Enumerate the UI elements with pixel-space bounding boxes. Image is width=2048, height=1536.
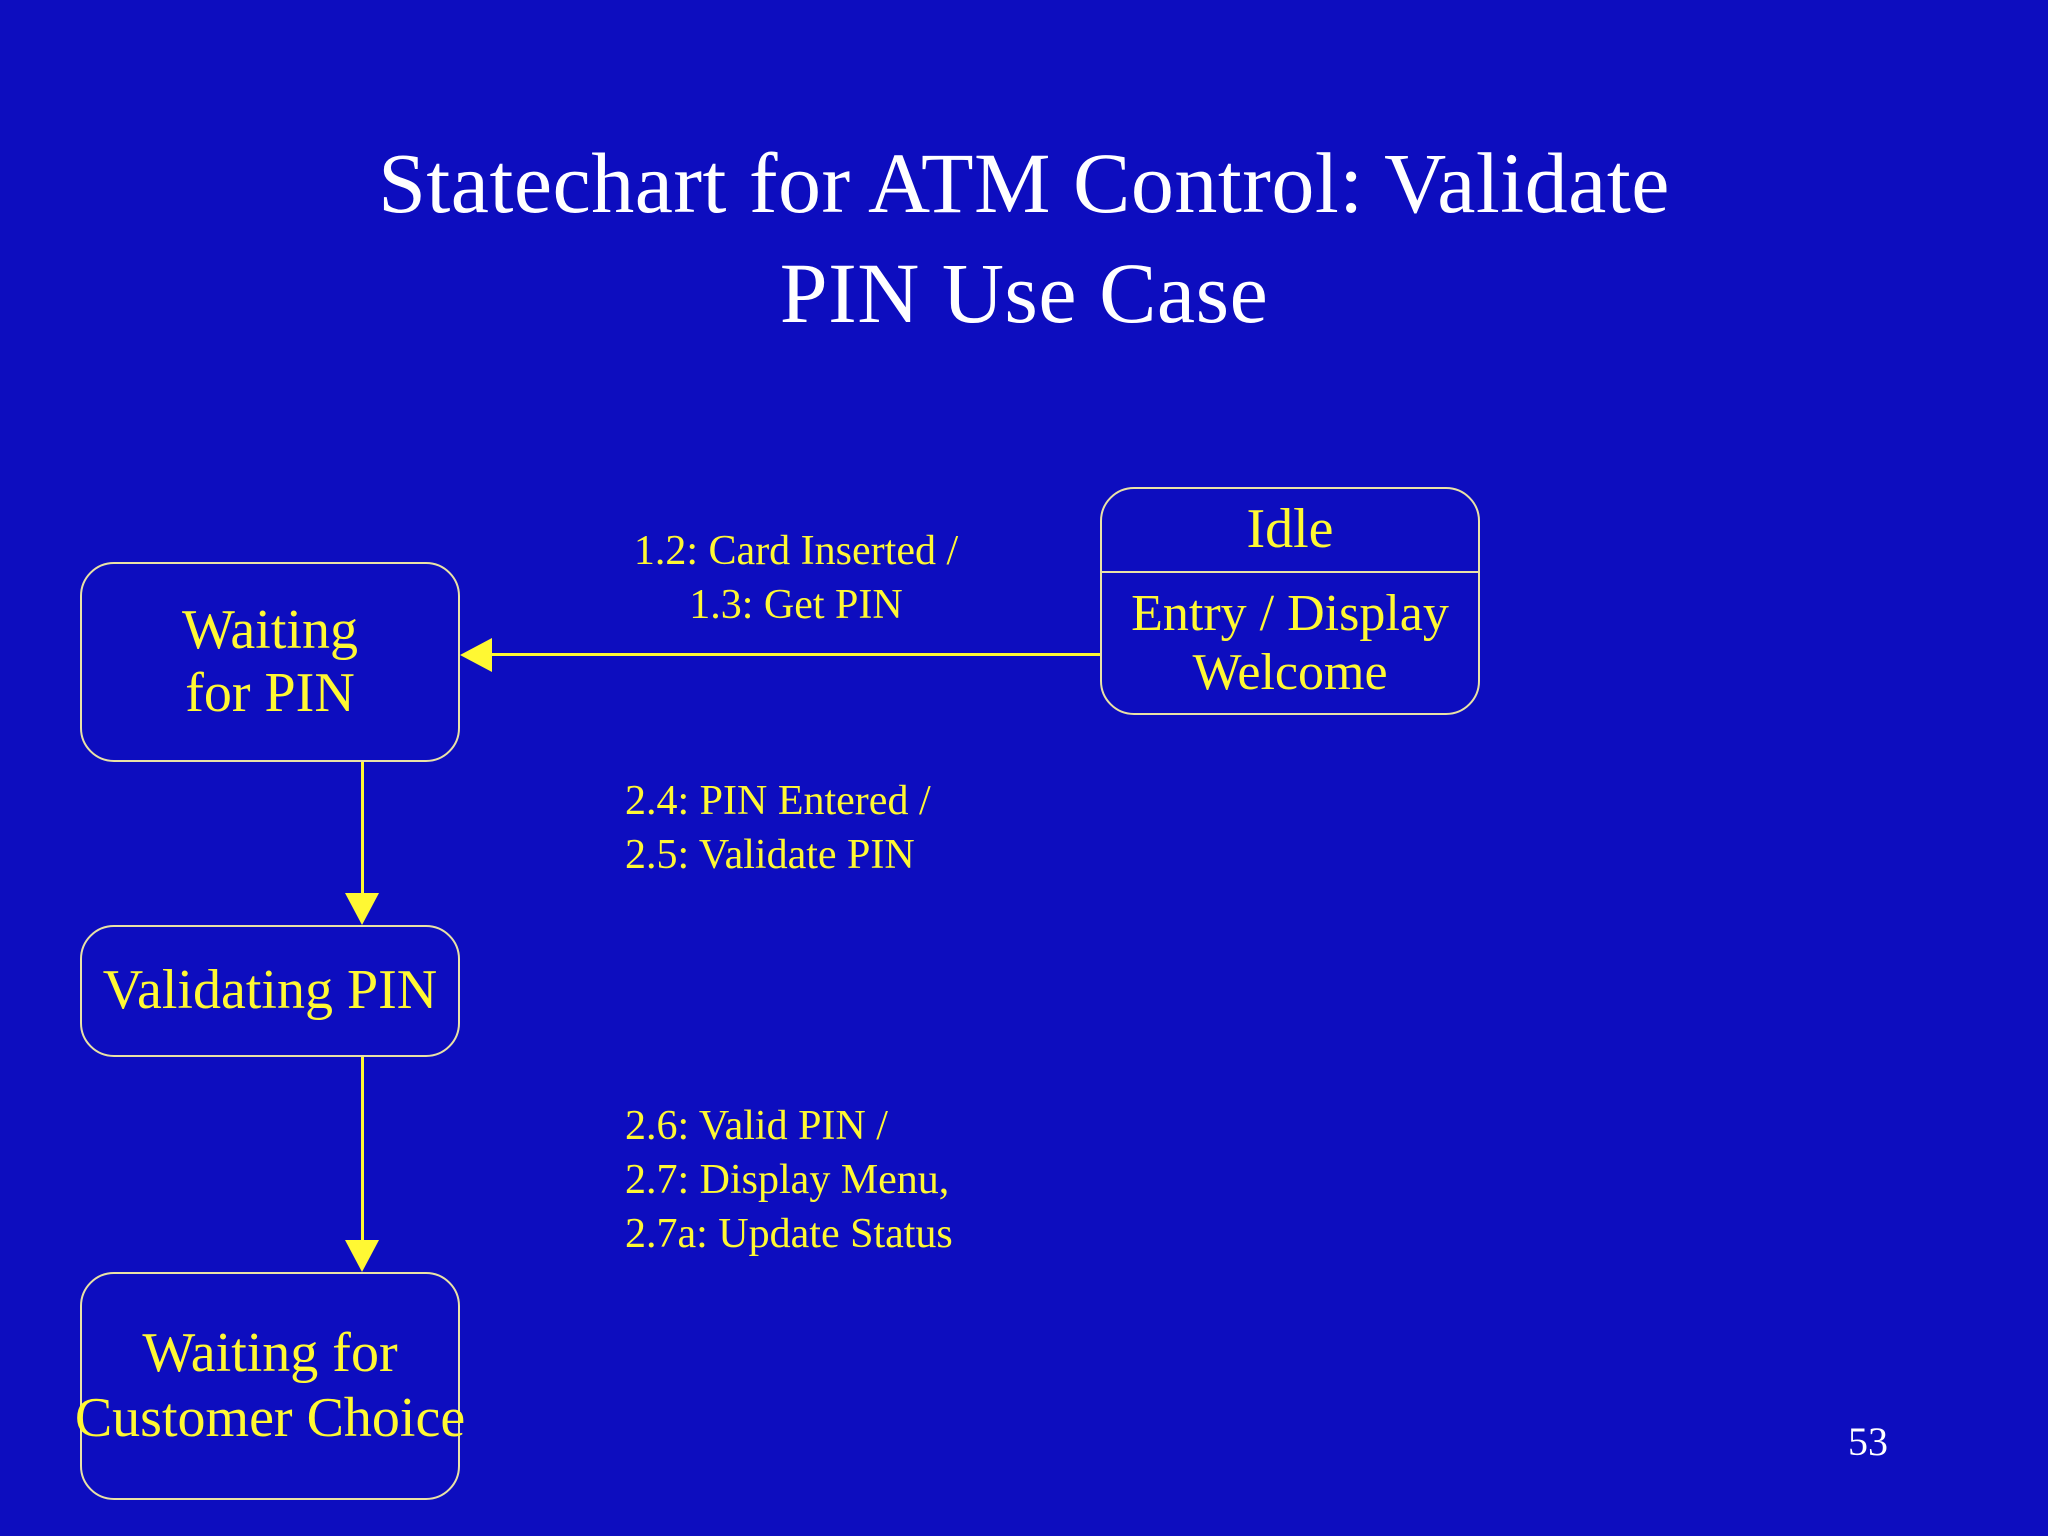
transition-label-idle-to-waiting-pin-line-2: 1.3: Get PIN <box>689 581 903 628</box>
state-idle-activity-compartment: Entry / Display Welcome <box>1102 573 1478 713</box>
state-waiting-for-customer-choice-name: Waiting for Customer Choice <box>75 1321 465 1451</box>
state-waiting-for-pin-name: Waiting for PIN <box>182 599 358 726</box>
state-waiting-for-customer-choice-line-2: Customer Choice <box>74 1387 466 1449</box>
transition-arrowhead-waiting-pin-to-validating <box>345 893 379 925</box>
state-validating-pin-line-1: Validating PIN <box>102 959 438 1022</box>
state-idle-activity-line-1: Entry / Display <box>1131 584 1449 642</box>
transition-label-validating-to-waiting-choice: 2.6: Valid PIN / 2.7: Display Menu, 2.7a… <box>625 1100 953 1261</box>
transition-arrowhead-idle-to-waiting-pin <box>460 638 492 672</box>
state-validating-pin[interactable]: Validating PIN <box>80 925 460 1057</box>
transition-label-idle-to-waiting-pin: 1.2: Card Inserted / 1.3: Get PIN <box>596 525 996 633</box>
transition-label-waiting-pin-to-validating: 2.4: PIN Entered / 2.5: Validate PIN <box>625 775 931 883</box>
transition-label-validating-to-waiting-choice-line-3: 2.7a: Update Status <box>625 1210 953 1257</box>
state-idle-activity-line-2: Welcome <box>1192 644 1388 701</box>
state-idle-activity: Entry / Display Welcome <box>1131 584 1449 703</box>
transition-label-validating-to-waiting-choice-line-1: 2.6: Valid PIN / <box>625 1103 888 1149</box>
transition-arrowhead-validating-to-waiting-choice <box>345 1240 379 1272</box>
page-title-line-2: PIN Use Case <box>779 245 1269 342</box>
state-waiting-for-customer-choice[interactable]: Waiting for Customer Choice <box>75 1272 465 1500</box>
state-idle[interactable]: Idle Entry / Display Welcome <box>1100 487 1480 715</box>
transition-line-idle-to-waiting-pin <box>492 653 1100 656</box>
page-title-line-1: Statechart for ATM Control: Validate <box>378 135 1670 231</box>
state-idle-name: Idle <box>1246 498 1334 561</box>
transition-label-waiting-pin-to-validating-line-2: 2.5: Validate PIN <box>625 831 915 878</box>
transition-label-waiting-pin-to-validating-line-1: 2.4: PIN Entered / <box>625 778 931 824</box>
state-idle-name-compartment: Idle <box>1102 489 1478 573</box>
transition-line-validating-to-waiting-choice <box>361 1057 364 1240</box>
state-waiting-for-pin[interactable]: Waiting for PIN <box>80 562 460 762</box>
state-waiting-for-pin-line-1: Waiting <box>182 598 358 661</box>
transition-label-idle-to-waiting-pin-line-1: 1.2: Card Inserted / <box>633 528 959 574</box>
transition-label-validating-to-waiting-choice-line-2: 2.7: Display Menu, <box>625 1156 950 1203</box>
page-title: Statechart for ATM Control: Validate PIN… <box>120 128 1928 348</box>
state-waiting-for-customer-choice-line-1: Waiting for <box>142 1322 398 1385</box>
state-validating-pin-name: Validating PIN <box>103 959 437 1022</box>
transition-line-waiting-pin-to-validating <box>361 762 364 893</box>
state-waiting-for-pin-line-2: for PIN <box>185 662 355 724</box>
page-number: 53 <box>1848 1419 1888 1464</box>
